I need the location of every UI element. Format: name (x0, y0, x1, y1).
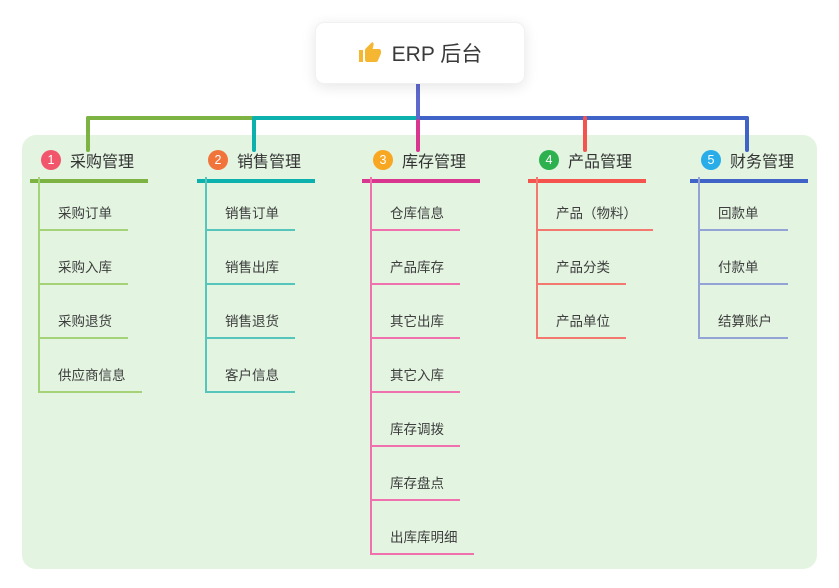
branch-number-badge: 2 (208, 150, 228, 170)
branch-header-4[interactable]: 4 产品管理 (528, 148, 647, 183)
child-node[interactable]: 销售订单 (205, 177, 295, 231)
connector-drop-5 (745, 116, 749, 152)
root-node[interactable]: ERP 后台 (315, 22, 525, 84)
child-node[interactable]: 采购入库 (38, 231, 128, 285)
connector-drop-1 (86, 116, 90, 152)
connector-root (416, 82, 420, 120)
branch-1: 1 采购管理 采购订单采购入库采购退货供应商信息 (30, 148, 149, 393)
branch-spine-line (38, 177, 40, 393)
child-node[interactable]: 其它入库 (370, 339, 460, 393)
connector-drop-2 (252, 116, 256, 152)
child-node[interactable]: 回款单 (698, 177, 788, 231)
branch-header-3[interactable]: 3 库存管理 (362, 148, 481, 183)
connector-drop-3 (416, 119, 420, 152)
root-label: ERP 后台 (391, 43, 483, 66)
child-node[interactable]: 库存盘点 (370, 447, 460, 501)
branch-children: 采购订单采购入库采购退货供应商信息 (38, 177, 142, 393)
branch-5: 5 财务管理 回款单付款单结算账户 (690, 148, 809, 339)
branch-number-badge: 1 (41, 150, 61, 170)
child-node[interactable]: 采购退货 (38, 285, 128, 339)
child-node[interactable]: 产品分类 (536, 231, 626, 285)
branch-number-badge: 3 (373, 150, 393, 170)
child-node[interactable]: 采购订单 (38, 177, 128, 231)
child-node[interactable]: 销售退货 (205, 285, 295, 339)
branch-spine-line (698, 177, 700, 339)
branch-children: 产品（物料）产品分类产品单位 (536, 177, 653, 339)
connector-drop-4 (583, 116, 587, 152)
branch-children: 销售订单销售出库销售退货客户信息 (205, 177, 295, 393)
branch-number-badge: 4 (539, 150, 559, 170)
branch-spine-line (205, 177, 207, 393)
branch-children: 回款单付款单结算账户 (698, 177, 788, 339)
thumbs-up-icon (358, 42, 381, 62)
child-node[interactable]: 付款单 (698, 231, 788, 285)
branch-number-badge: 5 (701, 150, 721, 170)
branch-label: 销售管理 (237, 154, 302, 171)
branch-label: 财务管理 (730, 154, 795, 171)
branch-header-1[interactable]: 1 采购管理 (30, 148, 149, 183)
branch-spine-line (536, 177, 538, 339)
branch-children: 仓库信息产品库存其它出库其它入库库存调拨库存盘点出库库明细 (370, 177, 474, 555)
connector-branch-1 (86, 116, 254, 120)
branch-label: 采购管理 (70, 154, 135, 171)
child-node[interactable]: 产品（物料） (536, 177, 653, 231)
child-node[interactable]: 产品库存 (370, 231, 460, 285)
child-node[interactable]: 仓库信息 (370, 177, 460, 231)
branch-3: 3 库存管理 仓库信息产品库存其它出库其它入库库存调拨库存盘点出库库明细 (362, 148, 481, 555)
child-node[interactable]: 其它出库 (370, 285, 460, 339)
branch-2: 2 销售管理 销售订单销售出库销售退货客户信息 (197, 148, 316, 393)
mindmap-panel (22, 135, 817, 569)
branch-spine-line (370, 177, 372, 555)
child-node[interactable]: 供应商信息 (38, 339, 142, 393)
child-node[interactable]: 结算账户 (698, 285, 788, 339)
branch-label: 库存管理 (402, 154, 467, 171)
child-node[interactable]: 出库库明细 (370, 501, 474, 555)
child-node[interactable]: 客户信息 (205, 339, 295, 393)
connector-branch-2 (252, 116, 419, 120)
child-node[interactable]: 产品单位 (536, 285, 626, 339)
branch-header-5[interactable]: 5 财务管理 (690, 148, 809, 183)
branch-label: 产品管理 (568, 154, 633, 171)
branch-header-2[interactable]: 2 销售管理 (197, 148, 316, 183)
child-node[interactable]: 库存调拨 (370, 393, 460, 447)
branch-4: 4 产品管理 产品（物料）产品分类产品单位 (528, 148, 653, 339)
child-node[interactable]: 销售出库 (205, 231, 295, 285)
connector-branch-5 (416, 116, 749, 120)
